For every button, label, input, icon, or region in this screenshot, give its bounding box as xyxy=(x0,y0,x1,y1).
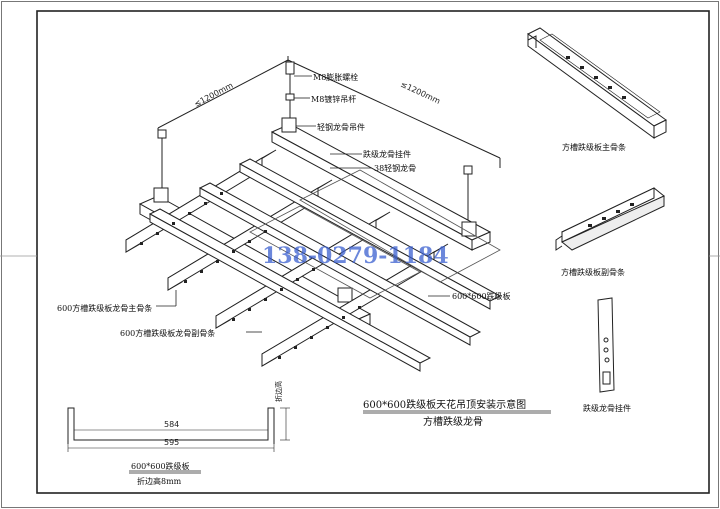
label-main-keel: 600方槽跌级板龙骨主骨条 xyxy=(57,303,152,313)
label-bolt: M8膨胀螺栓 xyxy=(313,72,358,82)
dim-right: ≤1200mm xyxy=(399,80,442,106)
dim-left: ≤1200mm xyxy=(193,81,235,109)
profile-title: 600*600跌级板 xyxy=(131,461,190,471)
panel-outline xyxy=(299,169,501,283)
part-clip-label: 跌级龙骨挂件 xyxy=(583,403,631,413)
profile-inner-dim: 584 xyxy=(164,420,179,429)
dimension-lines xyxy=(157,56,501,168)
label-clip: 跌级龙骨挂件 xyxy=(363,149,411,159)
profile-side-label: 折边高 xyxy=(274,381,283,402)
inner-frame xyxy=(36,10,710,494)
watermark-text: 138-0279-1184 xyxy=(262,243,449,269)
label-sub-keel: 600方槽跌级板龙骨副骨条 xyxy=(120,328,215,338)
part-main-label: 方槽跌级板主骨条 xyxy=(562,142,626,152)
label-hanger: 轻钢龙骨吊件 xyxy=(317,122,365,132)
part-main-keel xyxy=(527,27,667,139)
profile-outer-dim: 595 xyxy=(164,438,179,447)
leader-lines xyxy=(156,75,450,333)
part-sub-label: 方槽跌级板副骨条 xyxy=(561,267,625,277)
ceiling-grid xyxy=(125,56,502,372)
diagram-title: 600*600跌级板天花吊顶安装示意图 xyxy=(363,398,526,411)
diagram-subtitle: 方槽跌级龙骨 xyxy=(423,415,483,428)
label-rod: M8镀锌吊杆 xyxy=(311,94,356,104)
label-keel38: 38轻钢龙骨 xyxy=(374,163,416,173)
label-panel: 600*600跌级板 xyxy=(452,291,511,301)
part-clip xyxy=(597,297,615,393)
panel-profile xyxy=(67,407,290,452)
profile-edge-note: 折边高8mm xyxy=(137,476,182,486)
keel-slots xyxy=(140,192,361,359)
part-sub-keel xyxy=(555,187,665,251)
